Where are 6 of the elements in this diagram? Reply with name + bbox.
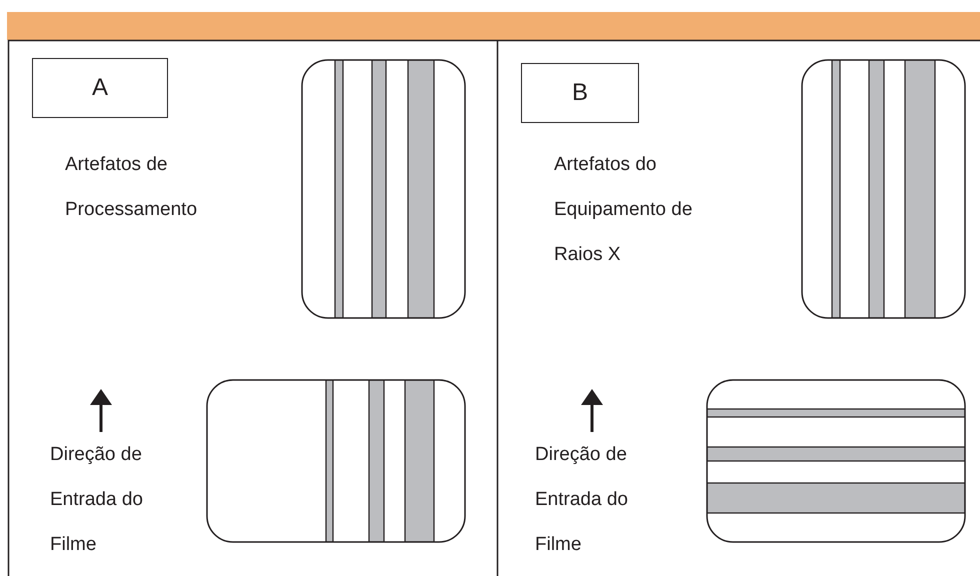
description-text: Artefatos do Equipamento de Raios X <box>554 153 694 267</box>
description-text: Direção de Entrada do Filme <box>535 443 629 557</box>
description-text: Artefatos de Processamento <box>65 153 198 222</box>
panel-label-box: B <box>521 63 639 123</box>
panel-label-box: A <box>32 58 168 118</box>
description-text: Direção de Entrada do Filme <box>50 443 144 557</box>
